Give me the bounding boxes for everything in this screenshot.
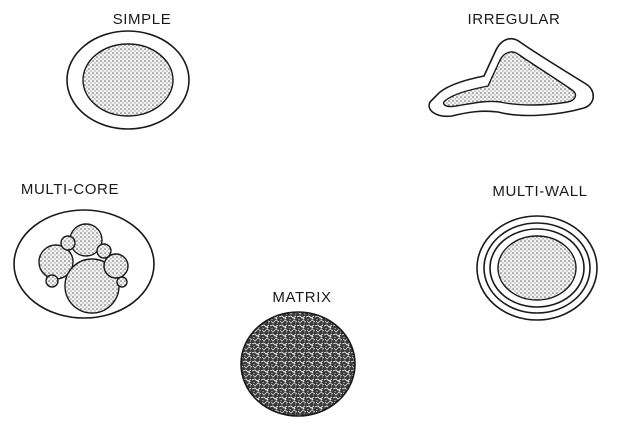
multi-core-droplet <box>117 277 127 287</box>
matrix-label: MATRIX <box>272 289 331 306</box>
multi-core-label: MULTI-CORE <box>21 181 119 198</box>
multi-core-droplet <box>46 275 58 287</box>
irregular-capsule: IRREGULAR <box>429 11 593 116</box>
multi-core-droplet <box>61 236 75 250</box>
irregular-capsule-core <box>444 52 576 107</box>
simple-capsule: SIMPLE <box>67 11 189 129</box>
matrix-capsule-body <box>241 312 355 416</box>
irregular-label: IRREGULAR <box>468 11 561 28</box>
multi-wall-core <box>498 236 576 300</box>
multi-wall-label: MULTI-WALL <box>492 183 587 200</box>
simple-label: SIMPLE <box>113 11 172 28</box>
multi-core-droplet <box>97 244 111 258</box>
simple-capsule-core <box>83 44 173 116</box>
multi-wall-capsule: MULTI-WALL <box>477 183 597 320</box>
multi-core-capsule: MULTI-CORE <box>14 181 154 318</box>
matrix-capsule: MATRIX <box>241 289 355 416</box>
